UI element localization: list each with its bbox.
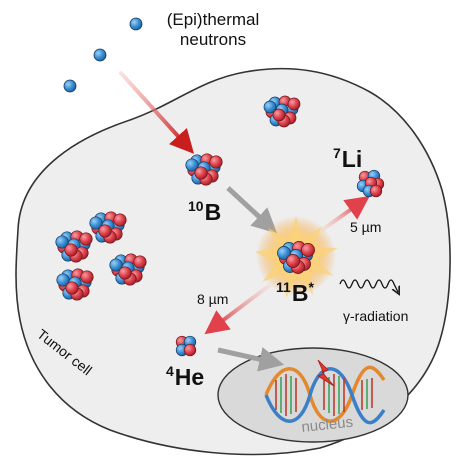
neutrons-title: (Epi)thermal neutrons	[158, 10, 268, 50]
helium-to-nucleus-arrow	[217, 347, 285, 372]
lithium7-mass: 7	[333, 145, 341, 161]
boron10-mass: 10	[188, 198, 204, 214]
neutrons-title-line1: (Epi)thermal	[166, 10, 260, 29]
nucleus	[217, 347, 409, 443]
free-boron-atom	[89, 211, 127, 244]
atom-clusters	[55, 95, 385, 357]
neutron-particle	[129, 17, 143, 31]
helium-arrow	[204, 283, 272, 335]
boron10-symbol: B	[204, 199, 222, 225]
neutrons-title-line2: neutrons	[179, 30, 247, 49]
free-boron-atom	[56, 268, 94, 301]
helium-distance-label: 8 µm	[197, 291, 229, 307]
boron10-label: 10B	[188, 198, 221, 226]
boron11-symbol: B	[291, 280, 309, 306]
neutron-particle	[63, 79, 77, 93]
lithium7-atom	[356, 169, 385, 198]
capture-arrow	[226, 186, 278, 234]
gamma-wave	[339, 279, 398, 292]
damage-bolt-icon	[317, 359, 335, 387]
lithium7-symbol: Li	[341, 146, 363, 172]
free-boron-atom	[263, 95, 301, 128]
boron10-atom	[185, 153, 223, 186]
boron11-excited-mark: *	[308, 279, 314, 295]
boron11-excited-label: 11B*	[276, 279, 315, 307]
incoming-neutrons	[63, 17, 143, 93]
helium4-mass: 4	[166, 363, 174, 379]
boron11-excited-atom	[277, 241, 315, 274]
free-boron-atom	[55, 230, 93, 263]
helium4-atom	[175, 335, 197, 357]
neutron-arrow	[118, 70, 195, 154]
gamma-radiation-label: γ-radiation	[343, 308, 409, 324]
lithium-distance-label: 5 µm	[350, 219, 382, 235]
nucleus-label: nucleus	[301, 414, 354, 436]
free-boron-atom	[109, 253, 147, 286]
lithium-arrow	[320, 196, 370, 232]
dna-helix	[264, 365, 386, 425]
lithium7-label: 7Li	[333, 145, 362, 173]
helium4-symbol: He	[174, 364, 205, 390]
helium4-label: 4He	[166, 363, 204, 391]
boron11-mass: 11	[276, 279, 291, 295]
neutron-particle	[93, 48, 107, 62]
